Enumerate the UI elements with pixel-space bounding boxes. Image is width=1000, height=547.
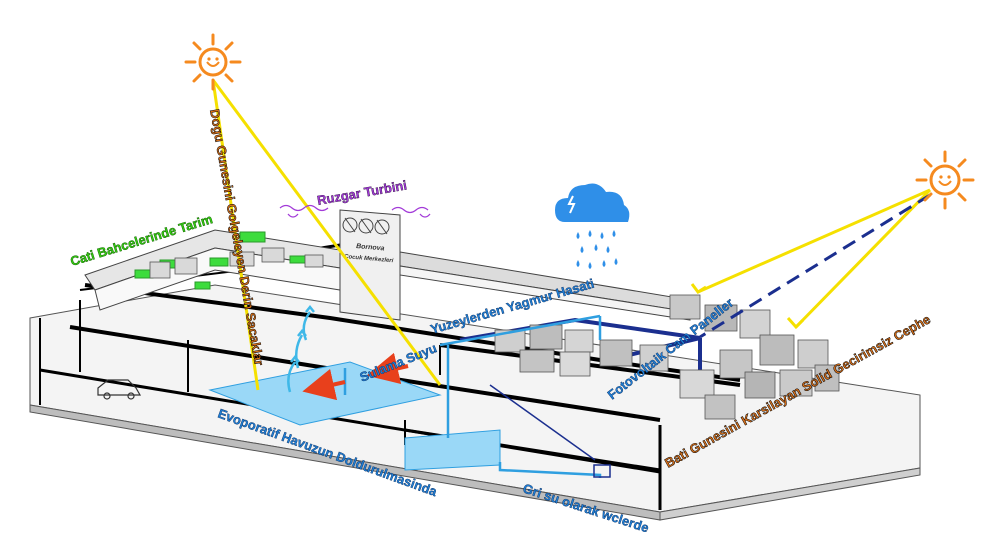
- irrigation-arrows: [302, 352, 409, 401]
- signboard-line1: Bornova: [356, 243, 385, 252]
- sun-icon: [915, 150, 975, 210]
- label-wind-turbine: Ruzgar Turbini: [316, 177, 408, 208]
- box-cluster: [494, 294, 840, 420]
- wind-turbine-tower: Bornova Cocuk Merkezleri: [339, 209, 401, 321]
- rain-cloud-icon: [555, 183, 630, 269]
- car-icon: [97, 379, 142, 400]
- right-roof-block: [399, 251, 691, 321]
- west-sun-rays: [690, 188, 932, 339]
- sun-icon: [184, 33, 242, 91]
- signboard-line2: Cocuk Merkezleri: [344, 254, 394, 264]
- wind-turbine-icon: [342, 217, 390, 235]
- east-sun-rays: [211, 79, 442, 391]
- water-pipes: [343, 314, 602, 478]
- wind-swirls: [279, 204, 431, 218]
- evaporation-arrows: [287, 304, 315, 393]
- left-upper-block: [84, 229, 341, 311]
- grey-water-pipes: [489, 384, 611, 478]
